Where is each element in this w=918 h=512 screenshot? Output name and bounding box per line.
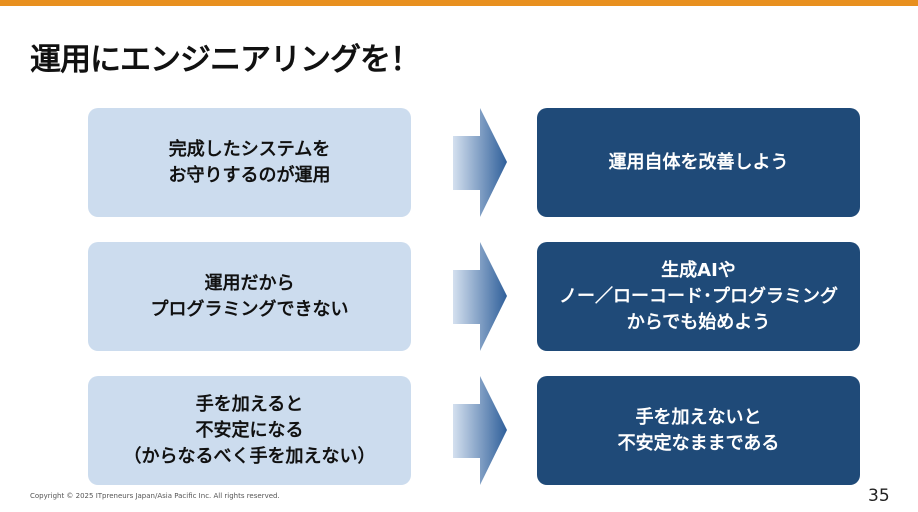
box-text-line: ノー／ローコード･プログラミング [559,285,838,307]
box-text-line: 手を加えると [195,393,304,415]
before-box: 完成したシステムをお守りするのが運用 [88,108,411,217]
right-arrow-icon [453,376,507,485]
before-box: 運用だからプログラミングできない [88,242,411,351]
after-box: 手を加えないと不安定なままである [537,376,860,485]
box-text-line: 運用自体を改善しよう [608,151,789,173]
page-number: 35 [868,486,890,506]
box-text-line: 完成したシステムを [168,138,331,160]
after-box: 運用自体を改善しよう [537,108,860,217]
box-text-line: 手を加えないと [635,406,762,428]
box-text-line: 生成AIや [661,259,736,281]
before-box: 手を加えると不安定になる （からなるべく手を加えない） [88,376,411,485]
right-arrow-icon [453,242,507,351]
box-text-line: プログラミングできない [150,298,349,320]
box-text-line: からでも始めよう [626,311,771,333]
right-arrow-icon [453,108,507,217]
after-box: 生成AIやノー／ローコード･プログラミングからでも始めよう [537,242,860,351]
box-text-line: 運用だから [204,272,295,294]
box-text-line: （からなるべく手を加えない） [123,445,376,467]
box-text-line: 不安定なままである [617,432,780,454]
top-accent-bar [0,0,918,6]
copyright: Copyright © 2025 ITpreneurs Japan/Asia P… [30,492,280,500]
slide-title: 運用にエンジニアリングを！ [30,42,421,78]
box-text-line: 不安定になる [195,419,304,441]
box-text-line: お守りするのが運用 [168,164,331,186]
